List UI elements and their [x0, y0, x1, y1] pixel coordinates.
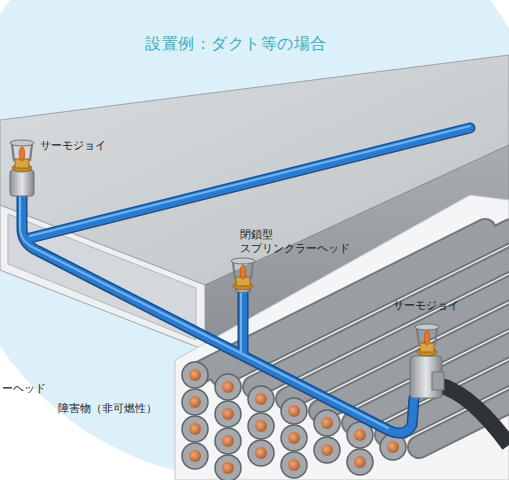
- part-label: サーモジョイ: [393, 299, 459, 313]
- part-label: サーモジョイ: [40, 139, 106, 153]
- title: 設置例：ダクト等の場合: [145, 34, 327, 54]
- duct: [0, 55, 509, 350]
- flexible-hose: [438, 385, 509, 445]
- pipe-bundle: [175, 195, 509, 480]
- blue-pipe: [20, 126, 470, 433]
- part-label: ーヘッド: [2, 382, 46, 396]
- part-label: 閉鎖型 スプリンクラーヘッド: [240, 228, 358, 256]
- thermojoy-right: [410, 324, 444, 398]
- part-label: 障害物（非可燃性）: [58, 402, 157, 416]
- thermojoy-left: [10, 140, 34, 196]
- sprinkler-head: [231, 258, 255, 292]
